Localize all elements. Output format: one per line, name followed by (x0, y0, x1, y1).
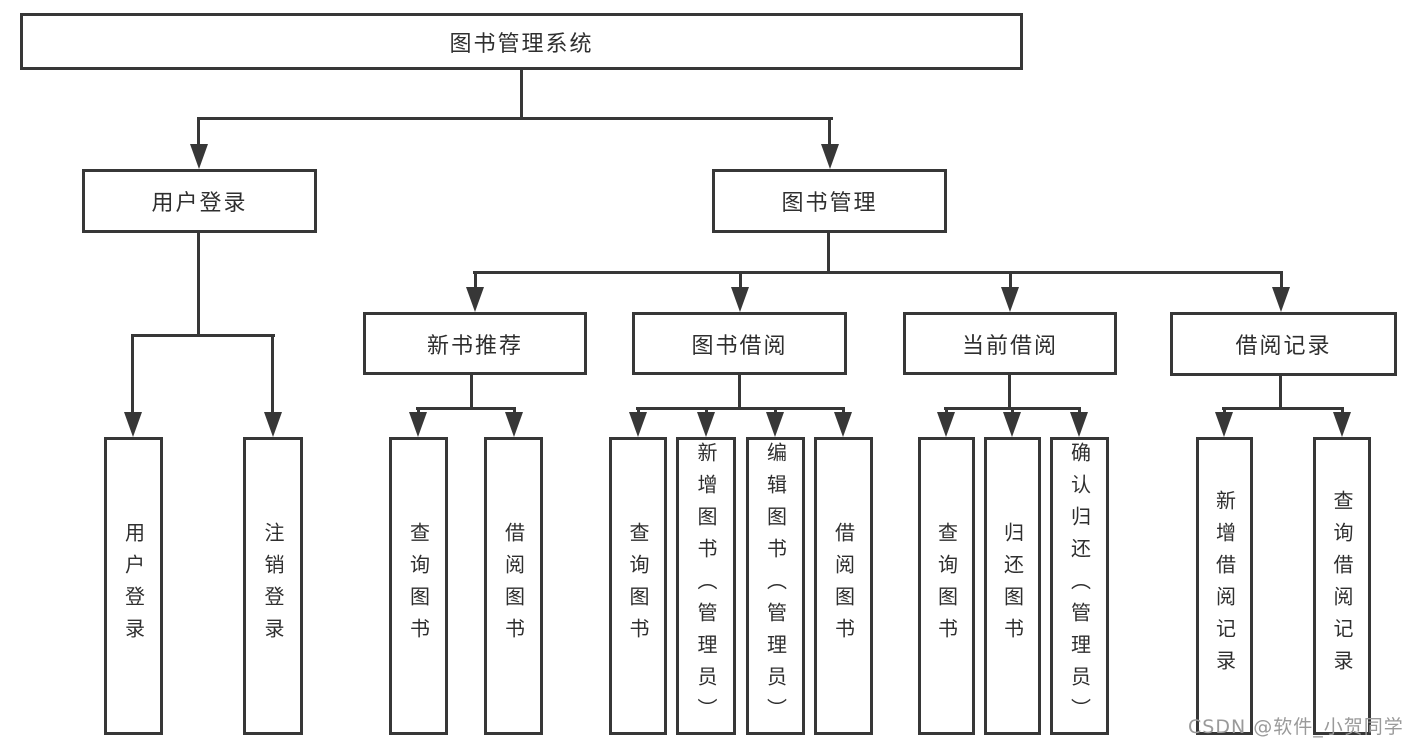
arrow-head (409, 412, 427, 437)
leaf-return-books-label: 归还图书 (1000, 522, 1025, 650)
connector-line (828, 117, 831, 149)
arrow-head (264, 412, 282, 437)
leaf-confirm-return-admin: 确认归还（管理员） (1050, 437, 1109, 735)
leaf-borrow-books-recommend-label: 借阅图书 (501, 522, 526, 650)
arrow-head (1003, 412, 1021, 437)
leaf-query-books-current: 查询图书 (918, 437, 975, 735)
connector-line (470, 373, 473, 409)
node-borrowing-records-label: 借阅记录 (1235, 334, 1332, 359)
arrow-head (124, 412, 142, 437)
arrow-head (821, 144, 839, 169)
connector-line (131, 334, 134, 416)
node-book-borrowing: 图书借阅 (632, 312, 847, 375)
connector-line (1008, 373, 1011, 409)
leaf-borrow-books: 借阅图书 (814, 437, 873, 735)
arrow-head (731, 287, 749, 312)
connector-line (1279, 373, 1282, 409)
connector-line (1078, 407, 1081, 416)
node-book-management-label: 图书管理 (781, 191, 878, 216)
connector-line (705, 407, 708, 416)
leaf-query-books-recommend-label: 查询图书 (406, 522, 431, 650)
connector-line (197, 117, 200, 149)
leaf-edit-books-admin-label: 编辑图书（管理员） (763, 442, 788, 730)
arrow-head (466, 287, 484, 312)
leaf-return-books: 归还图书 (984, 437, 1041, 735)
node-library-system: 图书管理系统 (20, 13, 1023, 70)
node-book-management: 图书管理 (712, 169, 947, 233)
connector-line (774, 407, 777, 416)
leaf-query-borrow-record: 查询借阅记录 (1313, 437, 1371, 735)
node-new-book-recommendation: 新书推荐 (363, 312, 587, 375)
connector-line (636, 407, 845, 410)
leaf-query-books-borrowing-label: 查询图书 (626, 522, 650, 650)
arrow-head (937, 412, 955, 437)
leaf-borrow-books-recommend: 借阅图书 (484, 437, 543, 735)
leaf-logout: 注销登录 (243, 437, 303, 735)
arrow-head (1001, 287, 1019, 312)
node-book-borrowing-label: 图书借阅 (691, 333, 788, 359)
arrow-head (1215, 412, 1233, 437)
connector-line (513, 407, 516, 416)
arrow-head (697, 412, 715, 437)
leaf-edit-books-admin: 编辑图书（管理员） (746, 437, 805, 735)
leaf-borrow-books-label: 借阅图书 (831, 522, 856, 650)
arrow-head (1070, 412, 1088, 437)
leaf-logout-label: 注销登录 (261, 522, 285, 650)
leaf-user-login-label: 用户登录 (121, 522, 146, 650)
connector-line (739, 271, 742, 291)
leaf-query-borrow-record-label: 查询借阅记录 (1330, 490, 1354, 682)
node-current-borrowing-label: 当前借阅 (961, 333, 1058, 359)
leaf-add-books-admin: 新增图书（管理员） (676, 437, 736, 735)
connector-line (842, 407, 845, 416)
connector-line (637, 407, 640, 416)
connector-line (520, 68, 523, 119)
connector-line (738, 373, 741, 409)
connector-line (827, 231, 830, 273)
connector-line (1223, 407, 1226, 416)
connector-line (945, 407, 948, 416)
csdn-watermark: CSDN @软件_小贺同学 (1188, 716, 1404, 738)
leaf-add-borrow-record-label: 新增借阅记录 (1212, 490, 1237, 682)
connector-line (197, 231, 200, 336)
connector-line (474, 271, 477, 291)
connector-line (131, 334, 275, 337)
connector-line (197, 117, 833, 120)
leaf-query-books-borrowing: 查询图书 (609, 437, 667, 735)
connector-line (417, 407, 420, 416)
connector-line (1280, 271, 1283, 291)
connector-line (473, 271, 1283, 274)
leaf-confirm-return-admin-label: 确认归还（管理员） (1067, 442, 1092, 730)
node-user-login: 用户登录 (82, 169, 317, 233)
arrow-head (834, 412, 852, 437)
connector-line (1341, 407, 1344, 416)
arrow-head (766, 412, 784, 437)
connector-line (1009, 271, 1012, 291)
arrow-head (1272, 287, 1290, 312)
node-new-book-recommendation-label: 新书推荐 (426, 333, 523, 359)
node-current-borrowing: 当前借阅 (903, 312, 1117, 375)
connector-line (271, 334, 274, 416)
node-library-system-label: 图书管理系统 (449, 31, 594, 57)
arrow-head (505, 412, 523, 437)
arrow-head (190, 144, 208, 169)
leaf-query-books-current-label: 查询图书 (934, 522, 959, 650)
leaf-add-borrow-record: 新增借阅记录 (1196, 437, 1253, 735)
arrow-head (1333, 412, 1351, 437)
node-user-login-label: 用户登录 (151, 191, 248, 216)
arrow-head (629, 412, 647, 437)
node-borrowing-records: 借阅记录 (1170, 312, 1397, 376)
leaf-query-books-recommend: 查询图书 (389, 437, 448, 735)
connector-line (1011, 407, 1014, 416)
leaf-add-books-admin-label: 新增图书（管理员） (694, 442, 718, 730)
connector-line (1222, 407, 1344, 410)
connector-line (416, 407, 516, 410)
leaf-user-login: 用户登录 (104, 437, 163, 735)
